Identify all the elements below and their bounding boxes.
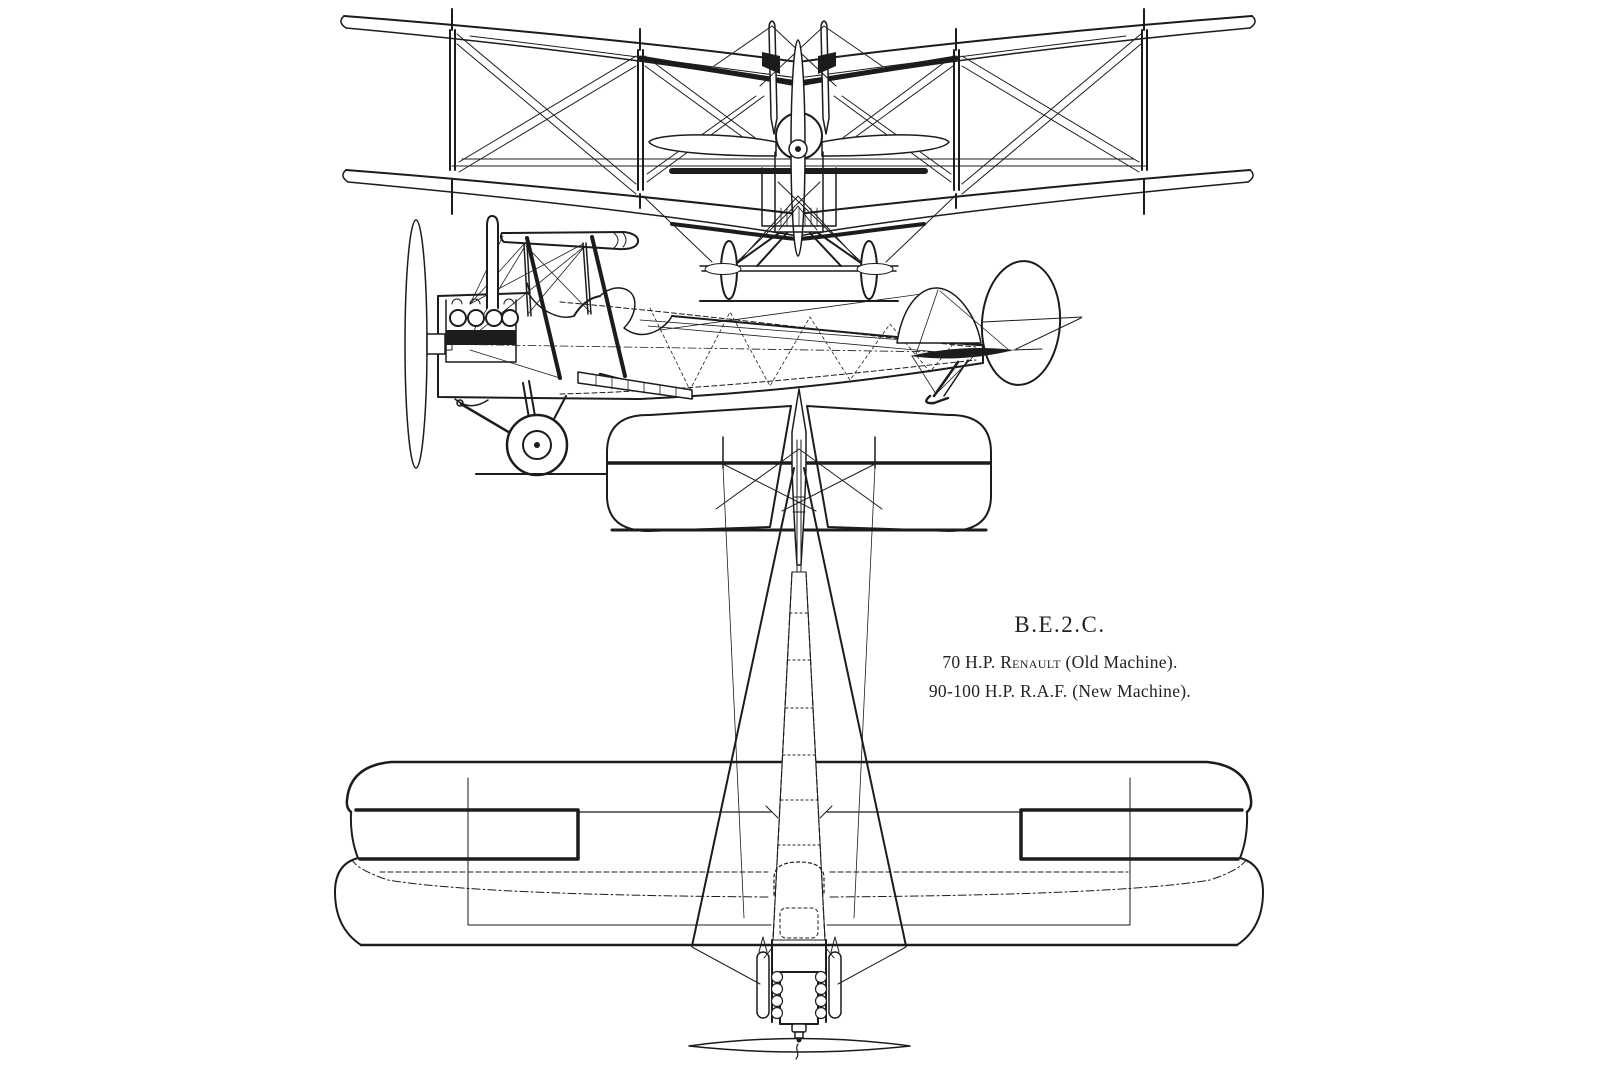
plan-cylinders-right [814, 970, 828, 1020]
plan-lower-wingtip-curves [334, 857, 1264, 946]
plan-cylinders-left [770, 970, 784, 1020]
side-cylinder-1 [449, 309, 467, 327]
front-upper-wing-tip-caps [340, 15, 1256, 29]
plan-propeller [688, 1037, 911, 1053]
plan-gear-wires [691, 946, 907, 985]
side-cabane-struts [523, 242, 592, 317]
plan-tailplane-right [806, 405, 992, 532]
plan-front-cockpit [779, 907, 819, 939]
side-cylinder-2 [467, 309, 485, 327]
plan-rear-cockpit-arch [773, 861, 825, 896]
front-engine-fins [780, 207, 818, 227]
front-gear-wires [642, 181, 956, 263]
side-valve-caps [451, 298, 515, 305]
side-upper-wing-slab-caps [613, 232, 627, 249]
side-fin [896, 287, 982, 344]
plan-fuselage-rungs [777, 612, 821, 846]
front-wheel-right-hubcap [856, 263, 894, 275]
side-cylinder-4 [501, 309, 519, 327]
plan-wingtip-junction-edges [349, 811, 1249, 859]
side-rudder [980, 260, 1062, 386]
front-lower-wing-tip-caps [342, 169, 1254, 183]
plan-prop-tip-squiggle [795, 1043, 799, 1060]
front-cabane-wires [713, 25, 883, 87]
front-cabane-blade-right [820, 20, 830, 135]
front-prop-shaft [795, 146, 801, 152]
front-fuselage-outline [761, 151, 837, 233]
front-gear-legs [736, 232, 862, 267]
aircraft-designation: B.E.2.C. [1014, 612, 1106, 637]
plan-tailplane-left [606, 405, 792, 532]
side-tail-skid [925, 360, 960, 405]
plan-fin-inner-lines [792, 439, 806, 573]
side-wheel-hub [534, 442, 540, 448]
front-prop-horizontal-blades [648, 134, 950, 157]
side-wheel-rim [522, 430, 552, 460]
front-view [340, 8, 1256, 302]
side-engine-outline [445, 299, 517, 363]
plan-exhaust-left [756, 951, 770, 1019]
caption-block: B.E.2.C. 70 H.P. Renault (Old Machine). … [880, 612, 1240, 706]
side-tailplane-spindle [910, 348, 1014, 359]
plan-tailplane-ticks [722, 436, 876, 469]
side-lower-wing [577, 371, 693, 400]
engine-spec-new: 90-100 H.P. R.A.F. (New Machine). [928, 681, 1192, 701]
side-lower-wing-ribs [595, 375, 677, 398]
plan-aileron-hinges [354, 808, 1244, 861]
plan-engine-block [779, 971, 819, 1025]
plan-fuselage-fill [772, 571, 826, 941]
plan-fin [791, 388, 807, 566]
engine-spec-old: 70 H.P. Renault (Old Machine). [942, 652, 1178, 672]
plan-prop-hub [796, 1037, 802, 1043]
front-cabane-root-fill-left [762, 52, 780, 74]
plan-root-tick-marks [765, 805, 833, 819]
plan-exhaust-right [828, 951, 842, 1019]
side-fuselage-bottom [437, 295, 984, 400]
side-rear-cockpit-coaming [599, 287, 673, 336]
plan-exhaust-tips [758, 936, 840, 953]
plan-tail-thin-cables [722, 466, 876, 919]
side-tail-wires [911, 289, 1011, 395]
side-view [404, 215, 1083, 477]
front-aileron-horns [451, 179, 1145, 215]
side-interplane-struts [525, 235, 627, 380]
plan-nose-fuselage-sides [771, 939, 827, 1023]
side-elevator-lines [982, 316, 1083, 351]
front-interplane-struts [449, 29, 1148, 191]
plan-view [334, 388, 1264, 1060]
side-cylinder-3 [485, 309, 503, 327]
plan-spinner [794, 1031, 804, 1039]
plan-tail-long-cables [691, 467, 907, 947]
front-wheel-left-hubcap [704, 263, 742, 275]
plan-lower-wing-le-dashdot [351, 859, 1247, 898]
front-kingposts [451, 8, 1145, 51]
side-skid-foot [456, 399, 464, 407]
plan-station-lines [467, 777, 1131, 926]
side-propeller-disc [404, 219, 428, 469]
engine-name: Renault [1000, 652, 1061, 672]
plan-spinner-base [791, 1023, 807, 1033]
front-cowl-vee [778, 205, 818, 231]
front-cabane-blade-left [768, 20, 778, 135]
side-prop-hub [426, 333, 446, 355]
front-cabane-root-fill-right [818, 52, 836, 74]
side-upper-wing-slab [499, 231, 640, 251]
plan-tail-x-wires [715, 448, 883, 512]
side-engine-crankcase [446, 330, 516, 345]
side-exhaust-pipe [486, 215, 499, 309]
plan-fuselage-edges [772, 571, 826, 941]
